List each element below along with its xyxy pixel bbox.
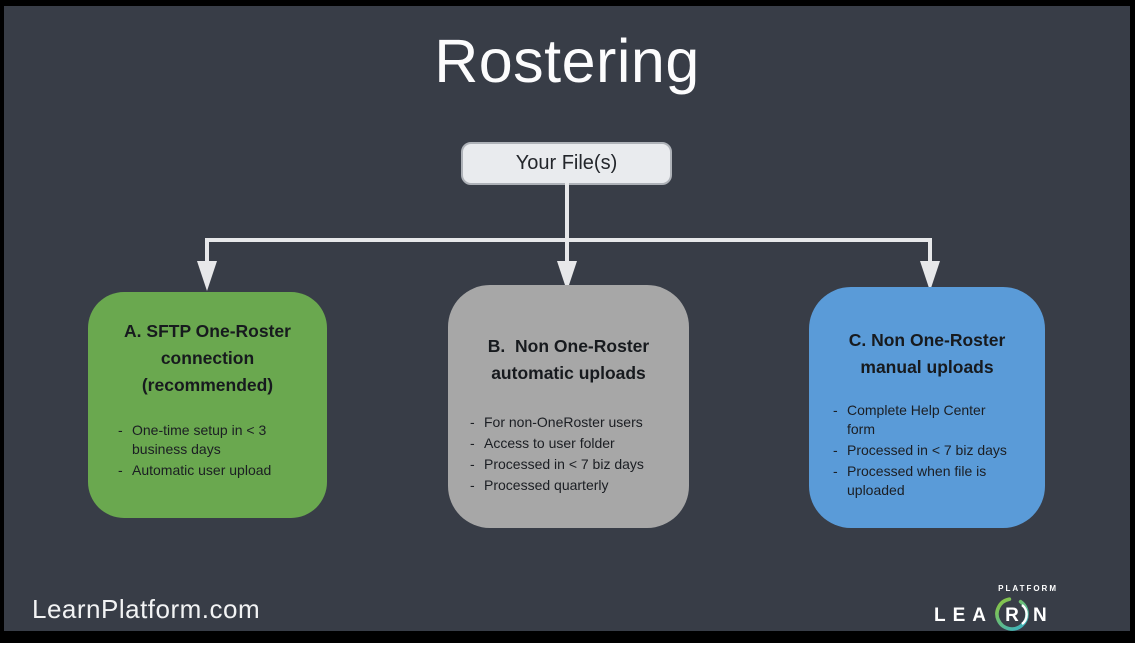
bullet-item: - Processed when file is uploaded [833, 462, 1013, 500]
bullet-item: - Access to user folder [470, 434, 669, 453]
connector-stub-right [928, 238, 932, 264]
bullet-text: Processed in < 7 biz days [484, 456, 644, 472]
arrowhead-left-icon [197, 261, 217, 291]
bullet-dash: - [833, 402, 838, 418]
arrowhead-middle-icon [557, 261, 577, 291]
bullet-item: - Processed quarterly [470, 476, 669, 495]
branch-bullet-list: - Complete Help Center form - Processed … [829, 401, 1025, 500]
branch-heading-line: A. SFTP One-Roster [124, 321, 291, 341]
connector-root-vertical [565, 183, 569, 240]
bullet-text: One-time setup in < 3 business days [132, 422, 267, 457]
branch-heading: B. Non One-Roster automatic uploads [468, 333, 669, 387]
branch-heading-line: manual uploads [860, 357, 994, 377]
bullet-text: Processed in < 7 biz days [847, 442, 1007, 458]
bullet-text: Complete Help Center form [847, 402, 986, 437]
branch-heading-line: (recommended) [141, 375, 274, 395]
bullet-item: - Processed in < 7 biz days [833, 441, 1013, 460]
bullet-item: - One-time setup in < 3 business days [118, 421, 290, 459]
bullet-text: Processed when file is uploaded [847, 463, 987, 498]
bullet-item: - Complete Help Center form [833, 401, 1013, 439]
root-node-label: Your File(s) [515, 152, 618, 174]
bullet-text: For non-OneRoster users [484, 414, 643, 430]
bullet-dash: - [470, 414, 475, 430]
bullet-dash: - [470, 477, 475, 493]
root-node-your-files: Your File(s) [461, 142, 672, 185]
connector-stub-left [205, 238, 209, 264]
branch-heading-line: automatic uploads [491, 363, 646, 383]
branch-heading-line: connection [160, 348, 255, 368]
branch-heading-line: B. Non One-Roster [487, 336, 650, 356]
bullet-item: - For non-OneRoster users [470, 413, 669, 432]
branch-heading: A. SFTP One-Roster connection (recommend… [112, 318, 303, 399]
learnplatform-logo: PLATFORM LEA R N [934, 584, 1058, 631]
branch-heading: C. Non One-Roster manual uploads [829, 327, 1025, 381]
branch-bullet-list: - One-time setup in < 3 business days - … [112, 421, 303, 480]
bullet-dash: - [470, 435, 475, 451]
branch-bullet-list: - For non-OneRoster users - Access to us… [468, 413, 669, 495]
branch-box-non-one-roster-automatic: B. Non One-Roster automatic uploads - Fo… [448, 285, 689, 528]
bullet-text: Automatic user upload [132, 462, 272, 478]
bullet-item: - Automatic user upload [118, 461, 290, 480]
bullet-item: - Processed in < 7 biz days [470, 455, 669, 474]
branch-box-non-one-roster-manual: C. Non One-Roster manual uploads - Compl… [809, 287, 1045, 528]
connector-stub-middle [565, 238, 569, 264]
bullet-dash: - [470, 456, 475, 472]
bullet-dash: - [833, 463, 838, 479]
logo-tagline: PLATFORM [998, 584, 1058, 593]
bullet-dash: - [118, 422, 123, 438]
logo-letters-left: LEA [934, 605, 993, 626]
arrowhead-right-icon [920, 261, 940, 291]
branch-heading-line: C. Non One-Roster [848, 330, 1006, 350]
bullet-text: Access to user folder [484, 435, 615, 451]
bullet-dash: - [118, 462, 123, 478]
logo-letters-right: N [1033, 605, 1047, 626]
logo-paren-icon [1021, 604, 1028, 625]
logo-circled-letter: R [1005, 605, 1019, 626]
page-title: Rostering [434, 27, 700, 95]
bullet-text: Processed quarterly [484, 477, 609, 493]
bullet-dash: - [833, 442, 838, 458]
website-url: LearnPlatform.com [32, 594, 261, 624]
branch-box-sftp-one-roster: A. SFTP One-Roster connection (recommend… [88, 292, 327, 518]
